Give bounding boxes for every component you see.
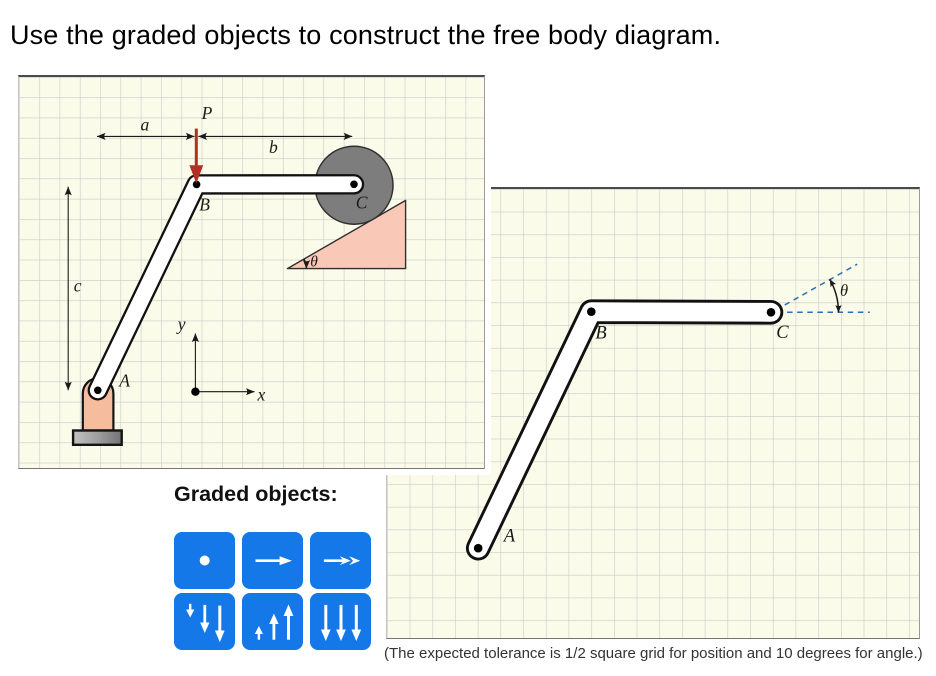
svg-text:B: B — [199, 195, 210, 215]
svg-text:A: A — [502, 527, 516, 547]
svg-text:c: c — [74, 276, 82, 296]
svg-text:θ: θ — [840, 281, 848, 300]
svg-text:A: A — [118, 370, 130, 390]
svg-text:P: P — [201, 103, 213, 123]
svg-text:θ: θ — [310, 253, 318, 270]
svg-text:a: a — [141, 114, 150, 134]
svg-text:x: x — [257, 385, 266, 405]
svg-text:b: b — [269, 137, 278, 157]
svg-text:C: C — [776, 323, 789, 343]
svg-text:C: C — [356, 193, 368, 213]
svg-text:B: B — [595, 323, 606, 343]
svg-text:y: y — [176, 314, 186, 334]
